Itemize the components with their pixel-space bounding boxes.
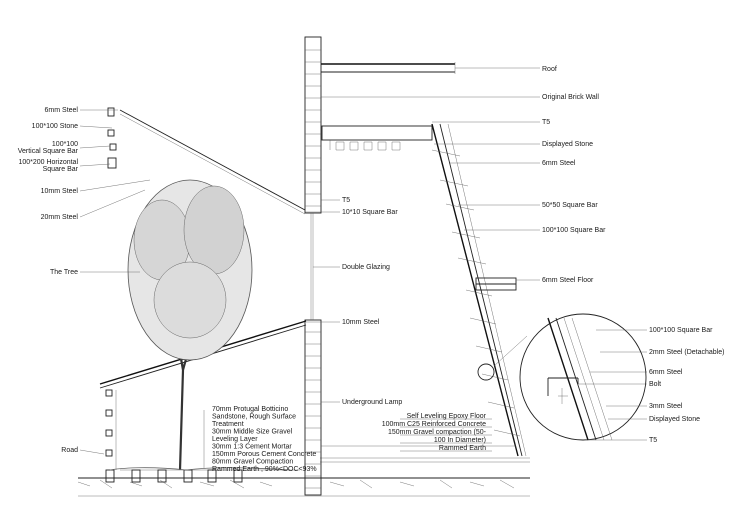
leaning-facade	[321, 123, 527, 457]
tree-illustration	[109, 179, 291, 471]
labels-right: Roof Original Brick Wall T5 Displayed St…	[542, 66, 606, 284]
label-100x100-stone: 100*100 Stone	[32, 123, 78, 130]
detail-100x100-square-bar: 100*100 Square Bar	[649, 327, 713, 334]
label-6mm-steel-left: 6mm Steel	[45, 107, 79, 114]
label-100x200-line1: 100*200 Horizontal	[18, 159, 78, 166]
detail-displayed-stone: Displayed Stone	[649, 416, 700, 423]
ground-spec-line: 30mm 1:3 Cement Mortar	[212, 444, 292, 451]
detail-6mm-steel: 6mm Steel	[649, 369, 683, 376]
label-20mm-steel: 20mm Steel	[41, 214, 79, 221]
label-100x100-line2: Vertical Square Bar	[18, 148, 79, 155]
label-t5-center: T5	[342, 197, 350, 204]
label-roof: Roof	[542, 66, 557, 73]
floor-spec-line: 100mm C25 Reinforced Concrete	[382, 421, 486, 428]
label-road: Road	[61, 447, 78, 454]
ground-spec-line: Sandstone, Rough Surface	[212, 414, 296, 421]
label-50x50-square-bar: 50*50 Square Bar	[542, 202, 598, 209]
ground-spec-line: 70mm Protugal Botticino	[212, 406, 288, 413]
ground-spec-line: 30mm Middle Size Gravel	[212, 429, 293, 436]
detail-3mm-steel: 3mm Steel	[649, 403, 683, 410]
floor-spec-line: Self Leveling Epoxy Floor	[407, 413, 487, 420]
floor-spec-line: Rammed Earth	[439, 445, 486, 452]
floor-spec: Self Leveling Epoxy Floor 100mm C25 Rein…	[382, 413, 487, 452]
label-double-glazing: Double Glazing	[342, 264, 390, 271]
detail-marker	[477, 363, 495, 381]
label-displayed-stone: Displayed Stone	[542, 141, 593, 148]
ground-spec-line: Treatment	[212, 421, 244, 428]
label-underground-lamp: Underground Lamp	[342, 399, 402, 406]
label-10mm-steel-center: 10mm Steel	[342, 319, 380, 326]
labels-center: T5 10*10 Square Bar Double Glazing 10mm …	[342, 197, 402, 406]
labels-left: 6mm Steel 100*100 Stone 100*100 Vertical…	[18, 107, 79, 454]
ground-spec-line: Rammed Earth , 90%<DOC<93%	[212, 466, 317, 473]
detail-2mm-steel: 2mm Steel (Detachable)	[649, 349, 724, 356]
label-the-tree: The Tree	[50, 269, 78, 276]
label-100x100-square-bar: 100*100 Square Bar	[542, 227, 606, 234]
ground	[77, 457, 530, 497]
ground-spec: 70mm Protugal Botticino Sandstone, Rough…	[212, 406, 317, 473]
detail-bubble	[519, 313, 647, 441]
label-10x10-square-bar: 10*10 Square Bar	[342, 209, 398, 216]
ground-spec-line: 150mm Porous Cement Concrete	[212, 451, 316, 458]
label-original-brick-wall: Original Brick Wall	[542, 94, 599, 101]
detail-t5: T5	[649, 437, 657, 444]
labels-detail: 100*100 Square Bar 2mm Steel (Detachable…	[649, 327, 724, 444]
ground-spec-line: 80mm Gravel Compaction	[212, 459, 293, 466]
label-6mm-steel-right: 6mm Steel	[542, 160, 576, 167]
floor-spec-line: 150mm Gravel compaction (50-	[388, 429, 487, 436]
label-100x100-line1: 100*100	[52, 141, 78, 148]
label-10mm-steel-left: 10mm Steel	[41, 188, 79, 195]
leader-lines	[79, 67, 647, 468]
label-6mm-steel-floor: 6mm Steel Floor	[542, 277, 594, 284]
label-100x200-line2: Square Bar	[43, 166, 79, 173]
brick-wall	[304, 36, 322, 496]
detail-bolt: Bolt	[649, 381, 661, 388]
label-t5-right: T5	[542, 119, 550, 126]
roof	[321, 62, 456, 74]
ground-spec-line: Leveling Layer	[212, 436, 258, 443]
floor-spec-line: 100 In Diameter)	[434, 437, 486, 444]
upper-slab	[321, 125, 433, 151]
